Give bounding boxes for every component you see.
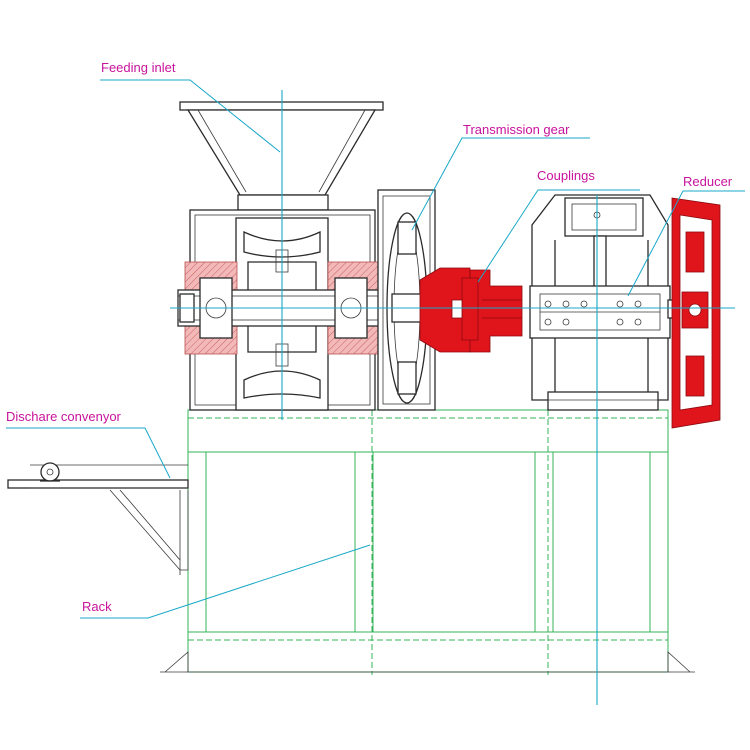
callout-labels: Feeding inlet Transmission gear Coupling… bbox=[6, 60, 733, 614]
rack bbox=[160, 409, 695, 675]
label-feeding-inlet: Feeding inlet bbox=[101, 60, 176, 75]
pulley bbox=[667, 197, 721, 429]
label-rack: Rack bbox=[82, 599, 112, 614]
reducer-bolts bbox=[544, 300, 642, 326]
couplings bbox=[419, 267, 523, 353]
roller-housing bbox=[177, 209, 384, 411]
label-discharge-conveyor: Dischare convenyor bbox=[6, 409, 122, 424]
leader-lines bbox=[6, 79, 745, 619]
label-transmission-gear: Transmission gear bbox=[463, 122, 570, 137]
reducer bbox=[529, 194, 671, 411]
center-lines bbox=[170, 90, 735, 705]
conveyor-roller-icon bbox=[40, 462, 60, 482]
label-reducer: Reducer bbox=[683, 174, 733, 189]
label-couplings: Couplings bbox=[537, 168, 595, 183]
discharge-conveyor bbox=[7, 462, 189, 575]
